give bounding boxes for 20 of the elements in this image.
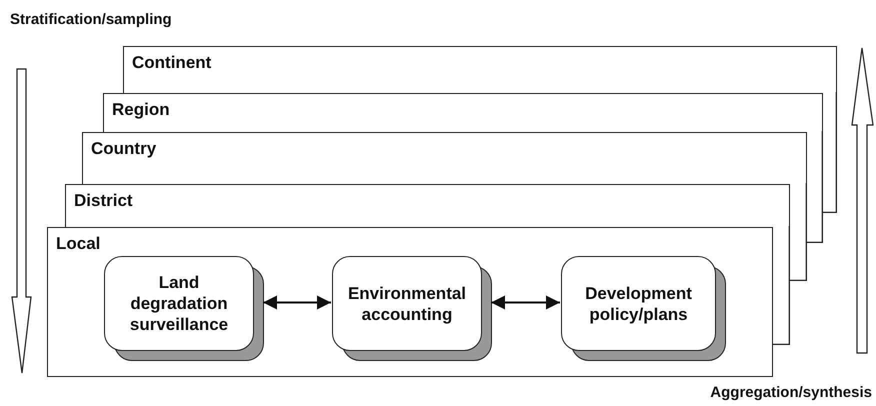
layer-title: Local xyxy=(56,234,100,254)
layer-title: District xyxy=(74,191,133,211)
box-label: Development policy/plans xyxy=(584,282,693,324)
process-box xyxy=(104,256,264,361)
layer-panel xyxy=(82,132,807,184)
axis-label: Stratification/sampling xyxy=(10,11,172,28)
layer-title: Continent xyxy=(132,53,212,73)
process-box xyxy=(561,256,726,361)
layer-panel xyxy=(47,227,773,377)
double-arrow xyxy=(491,296,560,310)
layer-panel xyxy=(103,93,823,132)
process-box xyxy=(332,256,492,361)
axis-label: Aggregation/synthesis xyxy=(710,384,872,401)
layer-panel xyxy=(123,46,837,93)
box-label: Land degradation surveillance xyxy=(128,272,230,335)
box-label: Environmental accounting xyxy=(346,282,468,324)
layer-title: Country xyxy=(91,139,156,159)
layer-panel xyxy=(65,184,790,227)
double-arrow xyxy=(263,296,331,310)
layer-title: Region xyxy=(112,100,170,120)
